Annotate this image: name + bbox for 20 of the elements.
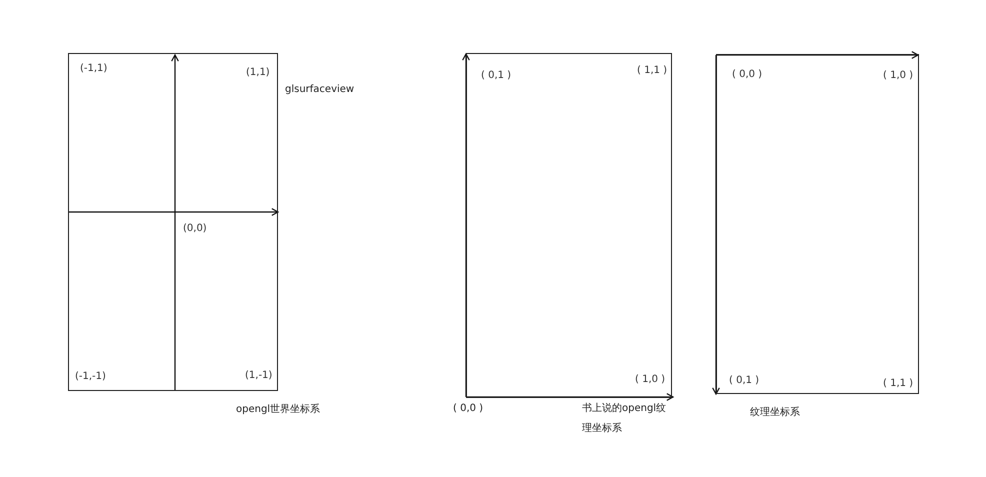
- coordinate-label: (-1,1): [80, 63, 108, 75]
- coordinate-label: ( 0,0 ): [732, 69, 762, 81]
- coordinate-label: ( 0,1 ): [481, 70, 512, 82]
- caption-text: 纹理坐标系: [750, 406, 800, 420]
- caption-text: glsurfaceview: [285, 83, 354, 97]
- coordinate-label: (0,0): [183, 223, 207, 235]
- coordinate-label: ( 0,1 ): [729, 375, 760, 387]
- coordinate-frame: [716, 54, 919, 394]
- coordinate-label: ( 1,0 ): [635, 374, 666, 386]
- coordinate-label: ( 1,0 ): [883, 70, 914, 82]
- coordinate-frame: [466, 53, 672, 398]
- coordinate-label: ( 1,1 ): [637, 65, 668, 77]
- coordinate-label: (1,-1): [245, 370, 272, 382]
- caption-text: 书上说的opengl纹理坐标系: [582, 402, 668, 436]
- coordinate-label: (1,1): [246, 67, 270, 79]
- caption-text: opengl世界坐标系: [236, 402, 320, 417]
- coordinate-label: ( 1,1 ): [883, 378, 914, 390]
- coordinate-frame: [68, 53, 278, 391]
- caption-text: ( 0,0 ): [453, 402, 484, 416]
- coordinate-label: (-1,-1): [75, 371, 106, 383]
